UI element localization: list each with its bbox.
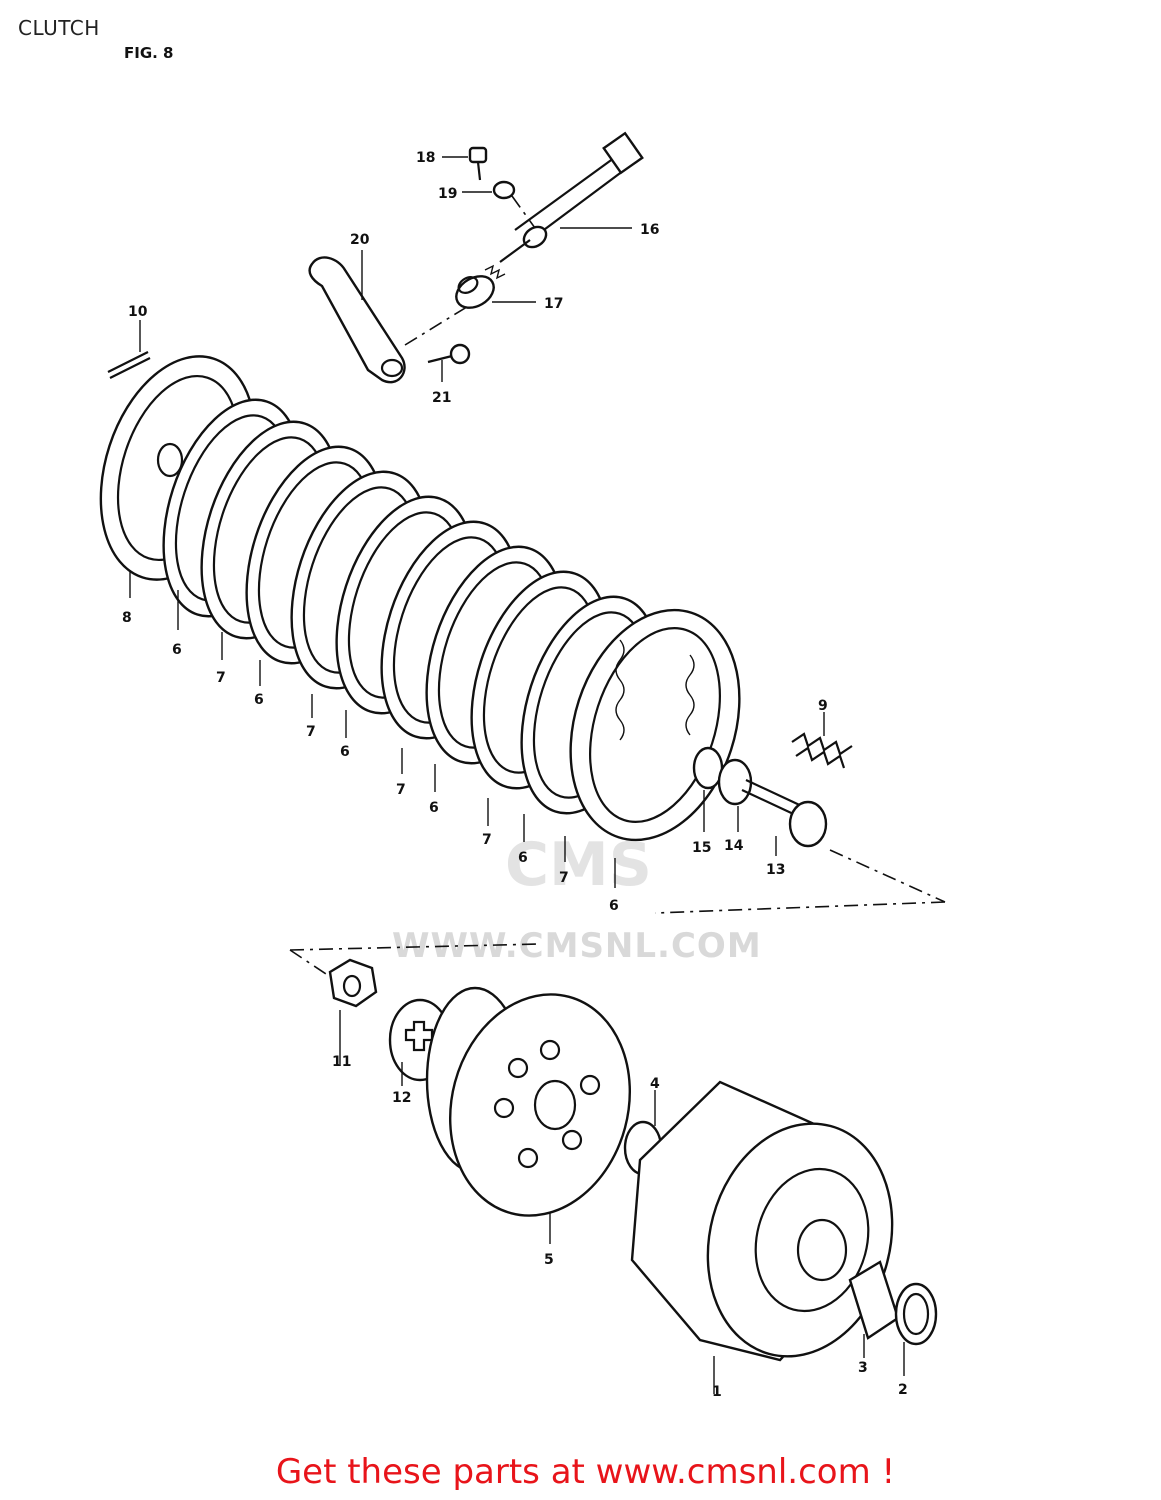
assembly-dash-line <box>289 943 541 981</box>
callout-17: 17 <box>544 296 563 312</box>
callout-6d: 6 <box>429 800 439 816</box>
callout-12: 12 <box>392 1090 411 1106</box>
figure-label: FIG. 8 <box>124 44 174 62</box>
callout-15: 15 <box>692 840 711 856</box>
callout-11: 11 <box>332 1054 351 1070</box>
clutch-sleeve-hub-5 <box>425 986 632 1244</box>
get-parts-link[interactable]: Get these parts at www.cmsnl.com ! <box>275 1452 896 1492</box>
nut-11 <box>328 958 378 1064</box>
callout-7c: 7 <box>396 782 406 798</box>
callout-8: 8 <box>122 610 132 626</box>
washer-15 <box>692 746 724 832</box>
watermark-url: WWW.CMSNL.COM <box>392 926 762 966</box>
bolt-18 <box>442 146 488 181</box>
callout-14: 14 <box>724 838 744 854</box>
callout-7d: 7 <box>482 832 492 848</box>
oil-seal-17 <box>455 275 536 309</box>
watermark-logo: CMS <box>505 830 652 900</box>
clutch-plate-stack <box>162 398 741 842</box>
callout-6c: 6 <box>340 744 350 760</box>
spring-plate-14 <box>717 758 753 832</box>
plate-leader-lines <box>177 590 616 888</box>
callout-9: 9 <box>818 698 828 714</box>
callout-7a: 7 <box>216 670 226 686</box>
callout-13: 13 <box>766 862 785 878</box>
callout-4: 4 <box>650 1076 660 1092</box>
callout-6e: 6 <box>518 850 528 866</box>
callout-6b: 6 <box>254 692 264 708</box>
callout-7b: 7 <box>306 724 316 740</box>
callout-6a: 6 <box>172 642 182 658</box>
push-rod-10 <box>107 320 151 379</box>
callout-21: 21 <box>432 390 451 406</box>
callout-19: 19 <box>438 186 457 202</box>
callout-18: 18 <box>416 150 435 166</box>
callout-2: 2 <box>898 1382 908 1398</box>
callout-5: 5 <box>544 1252 554 1268</box>
clutch-spring-9 <box>791 712 853 769</box>
washer-2 <box>894 1282 938 1376</box>
callout-20: 20 <box>350 232 370 248</box>
callout-3: 3 <box>858 1360 868 1376</box>
callout-16: 16 <box>640 222 659 238</box>
clutch-release-shaft <box>484 131 644 280</box>
callout-1: 1 <box>712 1384 722 1400</box>
primary-driven-gear-housing-1 <box>630 1080 894 1394</box>
washer-19 <box>462 180 536 229</box>
bolt-21 <box>427 343 471 382</box>
section-title: CLUTCH <box>18 16 100 40</box>
clutch-bolt-13 <box>654 779 946 914</box>
callout-10: 10 <box>128 304 148 320</box>
callout-7e: 7 <box>559 870 569 886</box>
release-arm-20 <box>308 250 471 384</box>
callout-6f: 6 <box>609 898 619 914</box>
